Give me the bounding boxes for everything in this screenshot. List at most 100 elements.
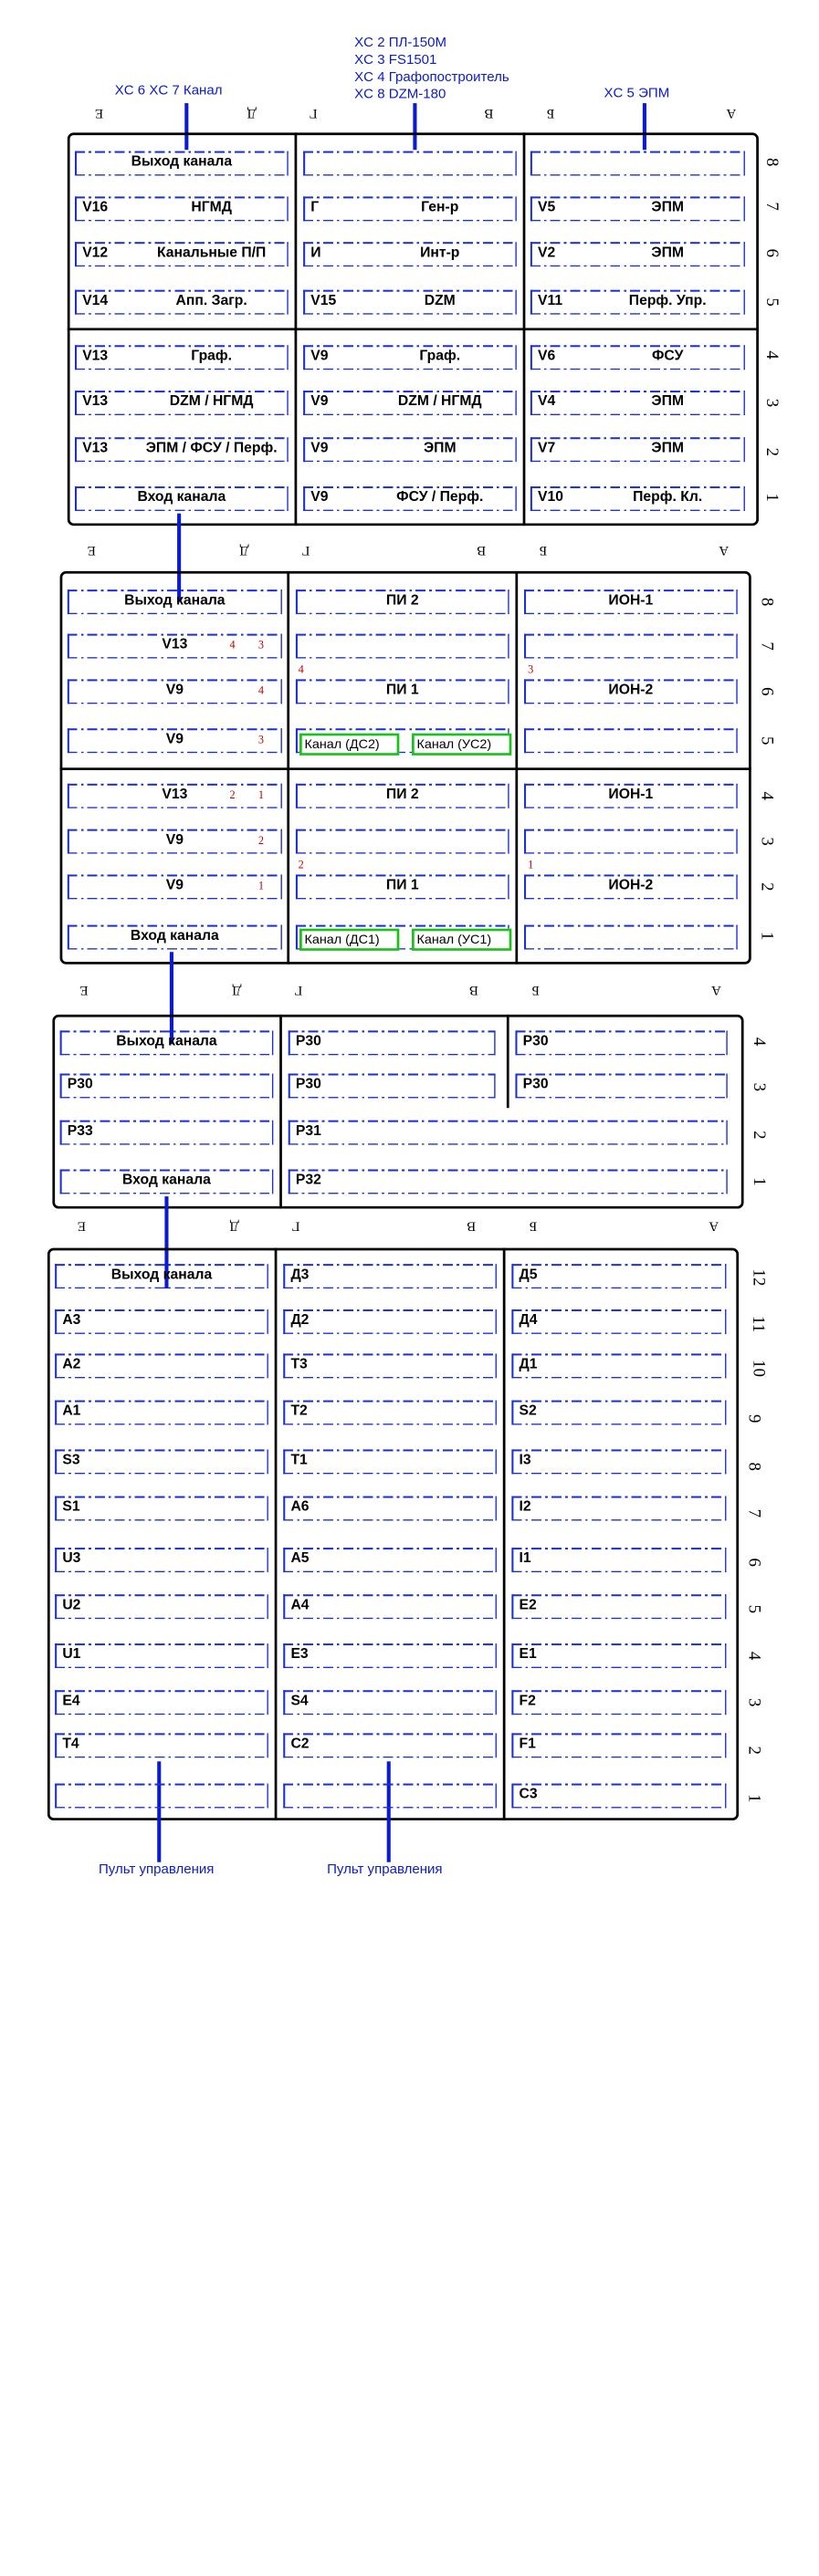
block2-slot-mid-1[interactable]: ПИ 2 xyxy=(295,589,509,615)
block2-slot-mid-2[interactable] xyxy=(295,633,509,659)
block1-slot-left-8[interactable]: Вход канала xyxy=(75,486,289,511)
slot-label: S4 xyxy=(290,1694,309,1709)
block4-slot-right-7[interactable]: I1 xyxy=(511,1548,727,1573)
block2-slot-mid-6[interactable] xyxy=(295,829,509,854)
block3-slot-left-4[interactable]: Вход канала xyxy=(59,1169,274,1194)
block4-slot-left-10[interactable]: E4 xyxy=(55,1690,268,1716)
block4-slot-mid-6[interactable]: A6 xyxy=(283,1496,497,1521)
block2-slot-left-1[interactable]: Выход канала xyxy=(67,589,282,615)
block2-slot-right-1[interactable]: ИОН-1 xyxy=(524,589,738,615)
block4-slot-left-12[interactable] xyxy=(55,1783,268,1809)
block4-slot-mid-11[interactable]: C2 xyxy=(283,1733,497,1758)
block4-slot-right-1[interactable]: Д5 xyxy=(511,1264,727,1289)
block4-slot-left-9[interactable]: U1 xyxy=(55,1643,268,1669)
slot-label: U2 xyxy=(62,1598,81,1613)
block4-slot-left-7[interactable]: U3 xyxy=(55,1548,268,1573)
block4-slot-mid-4[interactable]: T2 xyxy=(283,1400,497,1425)
block3-slot-right-1[interactable]: P30 xyxy=(515,1030,728,1056)
block4-slot-mid-1[interactable]: Д3 xyxy=(283,1264,497,1289)
block2-slot-left-8[interactable]: Вход канала xyxy=(67,924,282,950)
block3-slot-right-2[interactable]: P30 xyxy=(515,1073,728,1099)
block4-slot-mid-5[interactable]: T1 xyxy=(283,1449,497,1475)
block3-slot-left-3[interactable]: P33 xyxy=(59,1120,274,1145)
block3-slot-mid-2[interactable]: P30 xyxy=(288,1073,496,1099)
block4-slot-mid-7[interactable]: A5 xyxy=(283,1548,497,1573)
block1-slot-mid-1[interactable] xyxy=(303,151,517,176)
block2-slot-right-5[interactable]: ИОН-1 xyxy=(524,783,738,808)
block1-slot-left-1[interactable]: Выход канала xyxy=(75,151,289,176)
block4-slot-left-3[interactable]: A2 xyxy=(55,1353,268,1379)
block3-slot-left-1[interactable]: Выход канала xyxy=(59,1030,274,1056)
block4-slot-right-4[interactable]: S2 xyxy=(511,1400,727,1425)
block3-slot-mid-3[interactable]: P31 xyxy=(288,1120,728,1145)
block4-slot-right-5[interactable]: I3 xyxy=(511,1449,727,1475)
block4-slot-left-11[interactable]: T4 xyxy=(55,1733,268,1758)
block3-slot-mid-1[interactable]: P30 xyxy=(288,1030,496,1056)
block4-slot-left-2[interactable]: A3 xyxy=(55,1309,268,1334)
block3-label-d: Д xyxy=(232,982,242,998)
block4-slot-left-6[interactable]: S1 xyxy=(55,1496,268,1521)
block4-slot-right-11[interactable]: F1 xyxy=(511,1733,727,1758)
slot-code: V4 xyxy=(538,394,556,410)
block4-slot-right-6[interactable]: I2 xyxy=(511,1496,727,1521)
block4-slot-right-8[interactable]: E2 xyxy=(511,1594,727,1620)
block4-slot-left-4[interactable]: A1 xyxy=(55,1400,268,1425)
block3-slot-left-2[interactable]: P30 xyxy=(59,1073,274,1099)
block2-slot-right-3[interactable]: ИОН-2 xyxy=(524,679,738,704)
block2-slot-mid-5[interactable]: ПИ 2 xyxy=(295,783,509,808)
block4-slot-mid-9[interactable]: E3 xyxy=(283,1643,497,1669)
block4-slot-left-1[interactable]: Выход канала xyxy=(55,1264,268,1289)
block3-row-number: 1 xyxy=(749,1177,769,1186)
block1-slot-right-1[interactable] xyxy=(530,151,745,176)
slot-label: DZM / НГМД xyxy=(397,394,482,410)
block2-slot-right-4[interactable] xyxy=(524,728,738,754)
block4-slot-left-5[interactable]: S3 xyxy=(55,1449,268,1475)
block4-slot-right-3[interactable]: Д1 xyxy=(511,1353,727,1379)
block2-slot-right-7[interactable]: ИОН-2 xyxy=(524,874,738,900)
block4-slot-mid-3[interactable]: T3 xyxy=(283,1353,497,1379)
block4-slot-right-12[interactable]: C3 xyxy=(511,1783,727,1809)
block3-slot-mid-4[interactable]: P32 xyxy=(288,1169,728,1194)
block2-row-number: 2 xyxy=(756,882,776,892)
block4-slot-mid-2[interactable]: Д2 xyxy=(283,1309,497,1334)
block4-slot-mid-8[interactable]: A4 xyxy=(283,1594,497,1620)
block4-slot-mid-12[interactable] xyxy=(283,1783,497,1809)
block4-slot-right-10[interactable]: F2 xyxy=(511,1690,727,1716)
block4-slot-left-8[interactable]: U2 xyxy=(55,1594,268,1620)
block4-slot-right-2[interactable]: Д4 xyxy=(511,1309,727,1334)
block2-slot-right-8[interactable] xyxy=(524,924,738,950)
block2-slot-mid-7[interactable]: ПИ 1 xyxy=(295,874,509,900)
block4-slot-mid-10[interactable]: S4 xyxy=(283,1690,497,1716)
block2-slot-mid-3[interactable]: ПИ 1 xyxy=(295,679,509,704)
block2-slot-right-6[interactable] xyxy=(524,829,738,854)
block2-slot-right-2[interactable] xyxy=(524,633,738,659)
block1-label-b: Б xyxy=(546,105,555,120)
block4-slot-right-9[interactable]: E1 xyxy=(511,1643,727,1669)
